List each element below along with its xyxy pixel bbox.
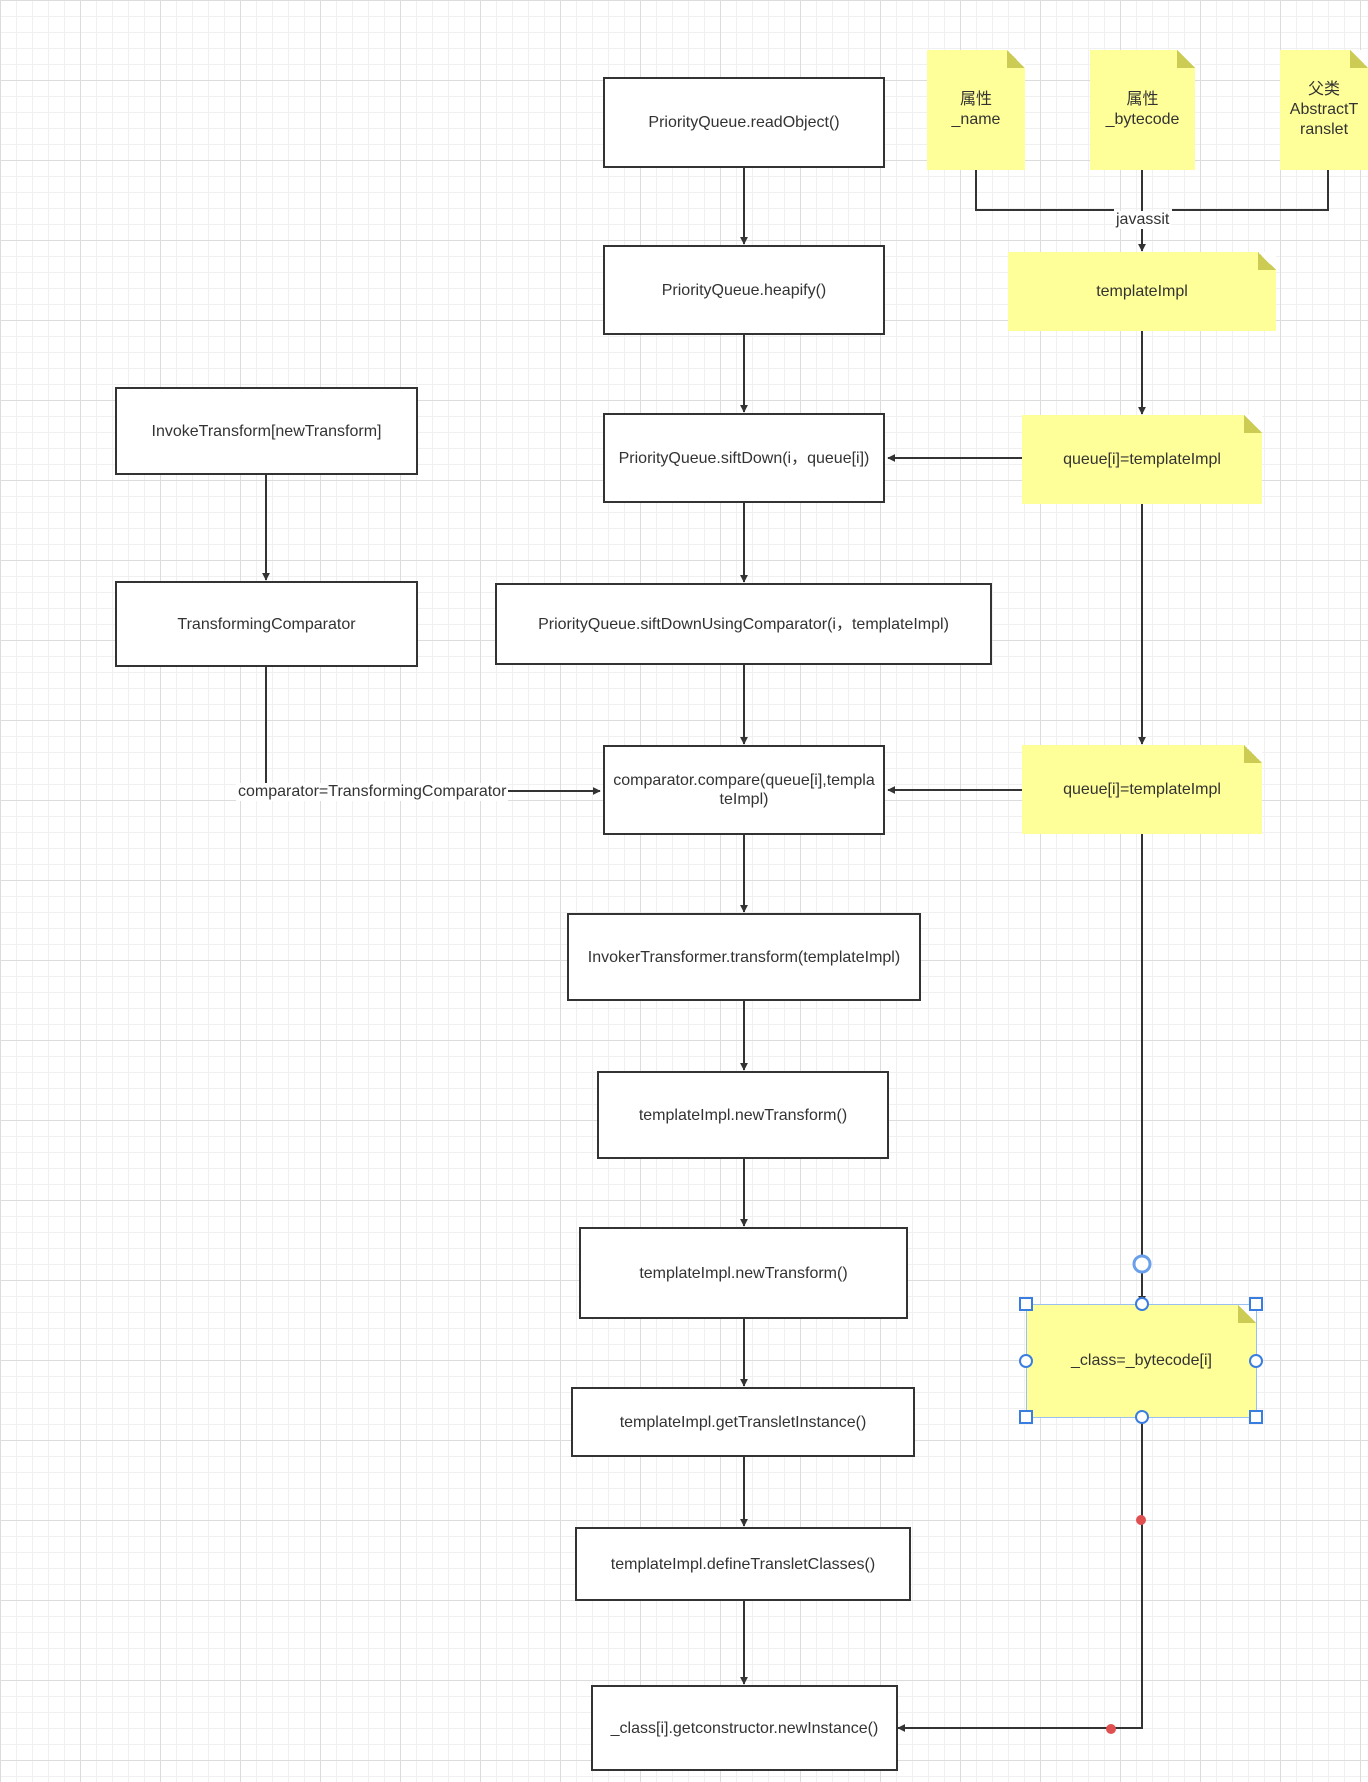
new-transform-label: templateImpl.newTransform() — [638, 1106, 848, 1124]
sift-down-box[interactable]: PriorityQueue.siftDown(i，queue[i]) — [603, 413, 885, 503]
edge-class-newinstance — [897, 1418, 1143, 1732]
javassit-edge-label: javassit — [1114, 211, 1172, 229]
class-bytecode-label: _class=_bytecode[i] — [1071, 1352, 1212, 1369]
invoke-transform-label: InvokeTransform[newTransform] — [151, 422, 382, 440]
template-impl-note[interactable]: templateImpl — [1008, 252, 1276, 331]
invoker-transform-box[interactable]: InvokerTransformer.transform(templateImp… — [567, 913, 921, 1001]
read-object-box[interactable]: PriorityQueue.readObject() — [603, 77, 885, 168]
queue-template-note[interactable]: queue[i]=templateImpl — [1022, 415, 1262, 504]
name-attribute-note[interactable]: 属性 _name — [927, 50, 1025, 170]
connection-point-right[interactable] — [1249, 1354, 1263, 1368]
transforming-comparator-box[interactable]: TransformingComparator — [115, 581, 418, 667]
heapify-box[interactable]: PriorityQueue.heapify() — [603, 245, 885, 335]
compare-label: comparator.compare(queue[i],templateImpl… — [613, 772, 875, 808]
heapify-label: PriorityQueue.heapify() — [661, 281, 827, 299]
waypoint-dot — [1106, 1724, 1116, 1734]
define-translet-classes-label: templateImpl.defineTransletClasses() — [610, 1555, 876, 1573]
sift-down-label: PriorityQueue.siftDown(i，queue[i]) — [618, 449, 870, 467]
read-object-label: PriorityQueue.readObject() — [648, 114, 840, 131]
template-impl-label: templateImpl — [1096, 282, 1188, 300]
parent-class-note[interactable]: 父类 AbstractT ranslet — [1280, 50, 1368, 170]
new-instance-box[interactable]: _class[i].getconstructor.newInstance() — [591, 1685, 898, 1771]
comparator-edge-label: comparator=TransformingComparator — [236, 783, 509, 801]
queue-template-note[interactable]: queue[i]=templateImpl — [1022, 745, 1262, 834]
edge-parent-merge — [1172, 170, 1329, 211]
waypoint-dot — [1136, 1515, 1146, 1525]
resize-handle-bottom-left[interactable] — [1019, 1410, 1033, 1424]
resize-handle-top-left[interactable] — [1019, 1297, 1033, 1311]
sift-down-comparator-box[interactable]: PriorityQueue.siftDownUsingComparator(i，… — [495, 583, 992, 665]
transforming-comparator-label: TransformingComparator — [177, 615, 356, 633]
class-bytecode-note[interactable]: _class=_bytecode[i] — [1026, 1304, 1257, 1418]
new-transform-box[interactable]: templateImpl.newTransform() — [597, 1071, 889, 1159]
queue-template-label: queue[i]=templateImpl — [1063, 450, 1221, 468]
get-translet-instance-label: templateImpl.getTransletInstance() — [619, 1413, 867, 1431]
invoke-transform-box[interactable]: InvokeTransform[newTransform] — [115, 387, 418, 475]
sift-down-comparator-label: PriorityQueue.siftDownUsingComparator(i，… — [538, 615, 949, 633]
new-instance-label: _class[i].getconstructor.newInstance() — [610, 1719, 879, 1737]
name-attribute-label: 属性 _name — [951, 91, 1001, 128]
edge-transforming-compare — [265, 667, 601, 795]
resize-handle-top-right[interactable] — [1249, 1297, 1263, 1311]
new-transform-label: templateImpl.newTransform() — [639, 1264, 848, 1282]
bytecode-attribute-note[interactable]: 属性 _bytecode — [1090, 50, 1195, 170]
connection-point-left[interactable] — [1019, 1354, 1033, 1368]
queue-template-label: queue[i]=templateImpl — [1063, 780, 1221, 798]
invoker-transform-label: InvokerTransformer.transform(templateImp… — [587, 948, 901, 966]
bytecode-attribute-label: 属性 _bytecode — [1105, 91, 1180, 128]
compare-box[interactable]: comparator.compare(queue[i],templateImpl… — [603, 745, 885, 835]
resize-handle-bottom-right[interactable] — [1249, 1410, 1263, 1424]
connection-point-top[interactable] — [1135, 1297, 1149, 1311]
connection-point-bottom[interactable] — [1135, 1410, 1149, 1424]
parent-class-label: 父类 AbstractT ranslet — [1289, 81, 1359, 138]
get-translet-instance-box[interactable]: templateImpl.getTransletInstance() — [571, 1387, 915, 1457]
define-translet-classes-box[interactable]: templateImpl.defineTransletClasses() — [575, 1527, 911, 1601]
new-transform-box[interactable]: templateImpl.newTransform() — [579, 1227, 908, 1319]
connector-endpoint-handle — [1132, 1254, 1152, 1274]
edge-name-merge — [975, 170, 1114, 211]
